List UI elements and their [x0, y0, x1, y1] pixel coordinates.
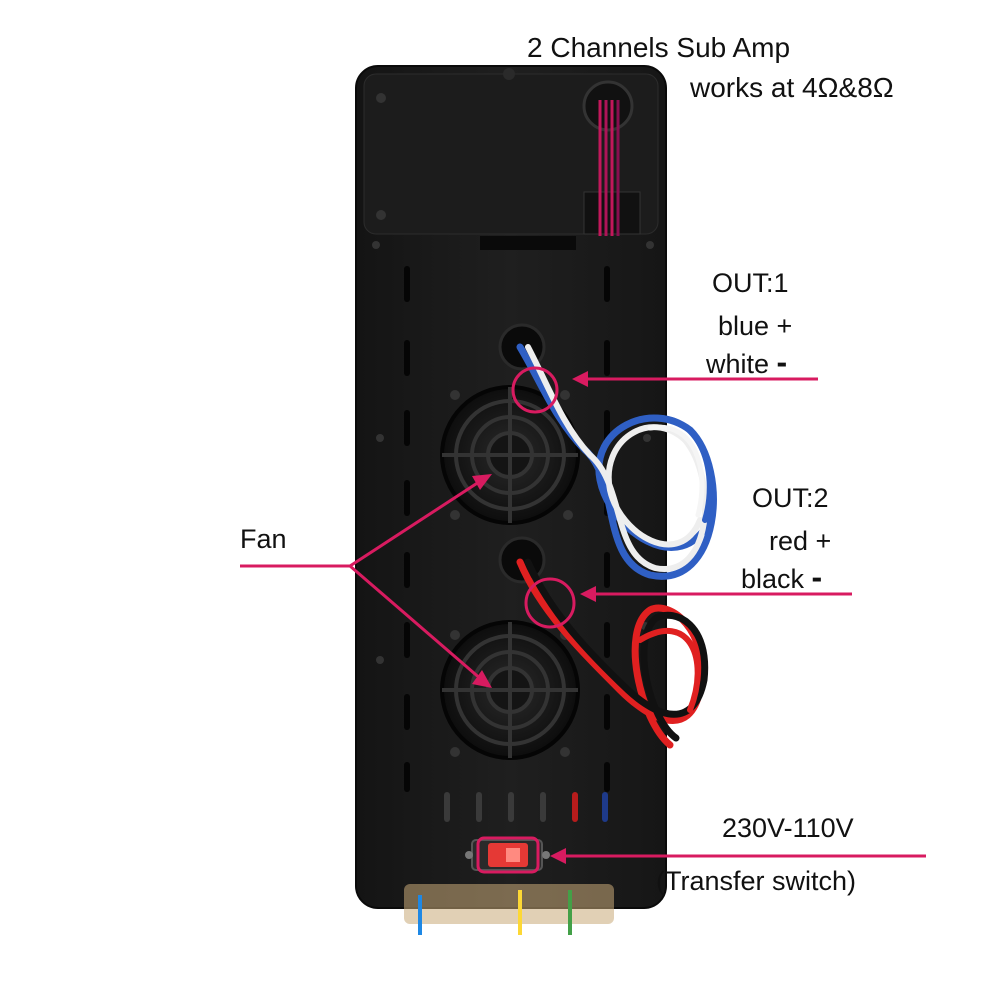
- out2-negative: black -: [741, 559, 822, 596]
- out1-wires: [516, 343, 717, 580]
- out2-pointer: [580, 586, 852, 602]
- out2-negative-sign: -: [811, 559, 823, 595]
- fan-lower: [440, 620, 580, 760]
- out2-negative-label: black: [741, 564, 805, 594]
- out1-negative: white -: [706, 344, 787, 381]
- out1-positive: blue +: [718, 311, 793, 341]
- title-line2: works at 4Ω&8Ω: [690, 72, 894, 103]
- power-cable: [598, 100, 620, 236]
- annotations: [476, 366, 576, 874]
- switch-voltage: 230V-110V: [722, 813, 854, 843]
- out1-pointer: [572, 371, 818, 387]
- out1-highlight-circle: [511, 366, 559, 414]
- switch-highlight-rect: [476, 836, 540, 874]
- out2-positive: red +: [769, 526, 832, 556]
- out1-negative-sign: -: [776, 344, 788, 380]
- out1-negative-label: white: [706, 349, 770, 379]
- out2-highlight-circle: [524, 577, 576, 629]
- out2-heading: OUT:2: [752, 483, 829, 513]
- voltage-switch[interactable]: [465, 839, 550, 871]
- fan-upper: [440, 385, 580, 525]
- vent-slots-left: [404, 266, 410, 792]
- out1-heading: OUT:1: [712, 268, 789, 298]
- fan-pointers: [240, 474, 492, 688]
- out2-wires: [516, 558, 709, 749]
- vent-slots-bottom: [444, 792, 608, 822]
- vent-slots-right: [604, 266, 610, 792]
- title-line1: 2 Channels Sub Amp: [527, 32, 791, 63]
- fan-label: Fan: [240, 524, 287, 554]
- bottom-cables: [404, 884, 614, 935]
- switch-pointer: [550, 848, 926, 864]
- switch-description: (Transfer switch): [656, 866, 857, 896]
